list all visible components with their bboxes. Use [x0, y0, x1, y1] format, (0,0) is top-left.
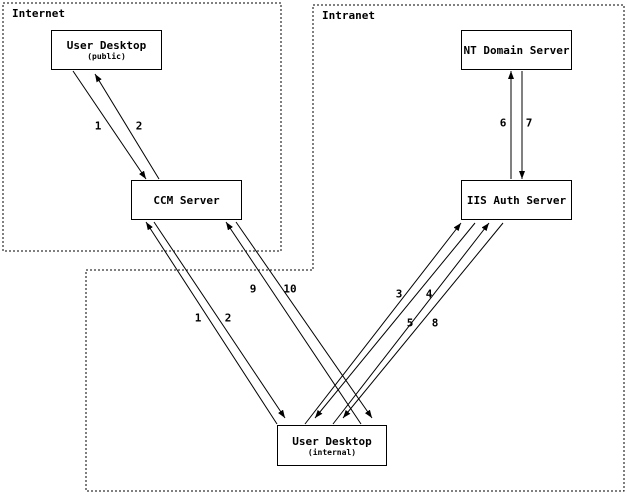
- connection-1-internal: [145, 221, 278, 425]
- flow-label-3: 3: [395, 287, 403, 301]
- flow-label-1-public: 1: [94, 119, 102, 133]
- flow-label-5: 5: [406, 316, 414, 330]
- connection-3: [304, 222, 462, 425]
- node-subtitle: (public): [87, 52, 126, 61]
- internet-region-outline: [2, 2, 282, 252]
- node-title: User Desktop: [66, 39, 147, 52]
- node-user-desktop-public: User Desktop (public): [51, 30, 162, 70]
- node-title: CCM Server: [153, 193, 220, 207]
- flow-label-10: 10: [283, 282, 297, 296]
- connection-4: [314, 222, 476, 419]
- connection-2-internal: [153, 221, 286, 419]
- node-ccm-server: CCM Server: [131, 180, 242, 220]
- connection-10: [235, 221, 373, 419]
- flow-label-2-public: 2: [135, 119, 143, 133]
- connection-1-public: [72, 70, 147, 180]
- connection-8: [342, 222, 504, 419]
- node-user-desktop-internal: User Desktop (internal): [277, 425, 387, 466]
- internet-region-label: Internet: [12, 7, 65, 20]
- connection-5: [332, 222, 490, 425]
- flow-label-9: 9: [249, 282, 257, 296]
- node-title: IIS Auth Server: [466, 193, 567, 207]
- node-title: User Desktop: [292, 434, 372, 448]
- flow-label-4: 4: [425, 287, 433, 301]
- flow-label-8: 8: [431, 316, 439, 330]
- intranet-region-outline: [85, 4, 625, 492]
- node-iis-auth-server: IIS Auth Server: [461, 180, 572, 220]
- flow-label-7: 7: [525, 116, 533, 130]
- connection-2-public: [94, 73, 160, 180]
- flow-label-2-internal: 2: [224, 311, 232, 325]
- node-nt-domain-server: NT Domain Server: [461, 30, 572, 70]
- flow-label-6: 6: [499, 116, 507, 130]
- intranet-region-label: Intranet: [322, 9, 375, 22]
- connection-9: [225, 221, 362, 425]
- node-title: NT Domain Server: [463, 43, 570, 57]
- flow-label-1-internal: 1: [194, 311, 202, 325]
- node-subtitle: (internal): [307, 447, 357, 457]
